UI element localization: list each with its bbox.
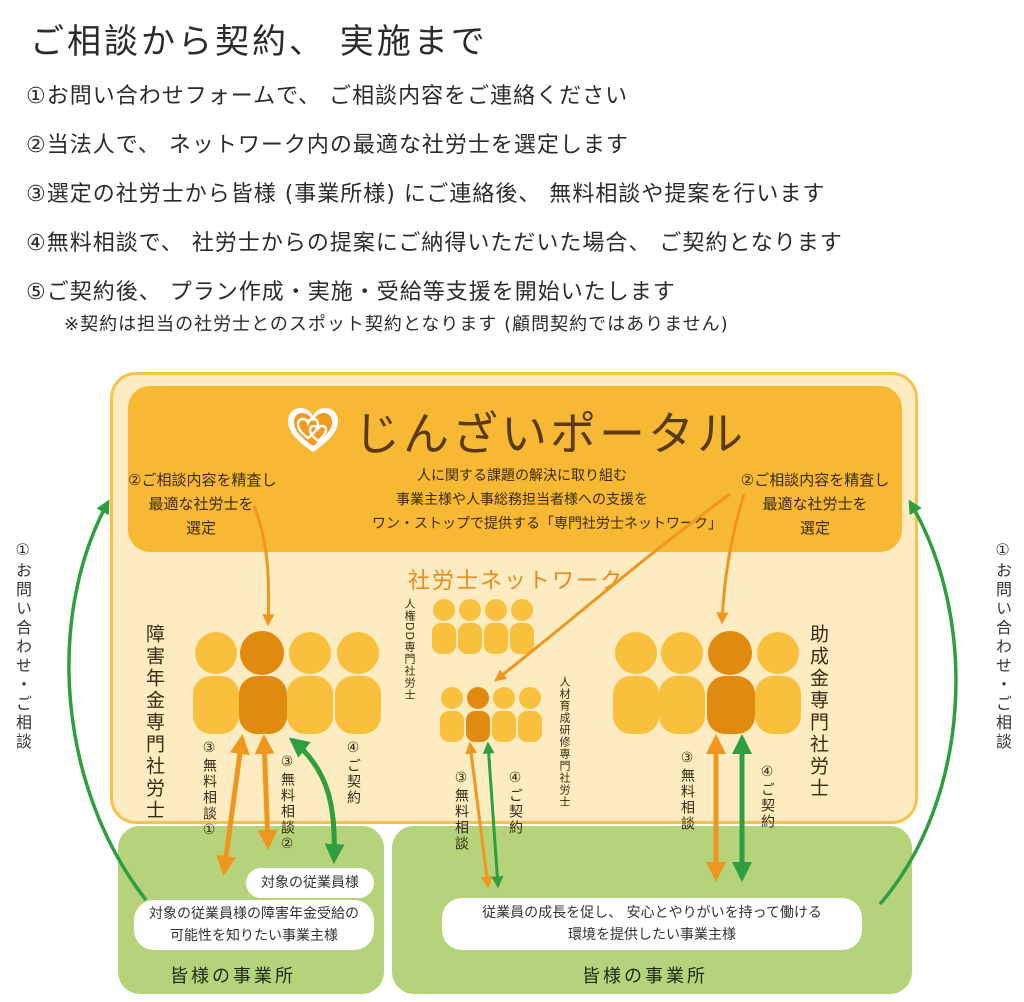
group-label-disability: 障害年金専門社労士 xyxy=(143,624,165,822)
side-label-left: ①お問い合わせ・ご相談 xyxy=(13,540,32,752)
portal-description: 人に関する課題の解決に取り組む 事業主様や人事総務担当者様への支援を ワン・スト… xyxy=(372,464,722,536)
bubble-line: 可能性を知りたい事業主様 xyxy=(170,928,338,944)
group-training-icon xyxy=(440,687,542,742)
step-2: ②当法人で、 ネットワーク内の最適な社労士を選定します xyxy=(26,133,629,158)
portal-name: じんざいポータル xyxy=(354,407,746,461)
portal-desc-line: 事業主様や人事総務担当者様への支援を xyxy=(396,492,648,508)
selection-note-line: 最適な社労士を xyxy=(148,495,254,513)
group-subsidy-icon xyxy=(613,631,801,734)
step-5: ⑤ご契約後、 プラン作成・実施・受給等支援を開始いたします xyxy=(26,280,676,305)
bubble-line: 対象の従業員様の障害年金受給の xyxy=(149,906,359,922)
selection-note-right: ②ご相談内容を精査し 最適な社労士を 選定 xyxy=(730,468,900,540)
network-title: 社労士ネットワーク xyxy=(408,569,625,594)
office-label-right: 皆様の事業所 xyxy=(582,966,708,987)
heart-icon xyxy=(288,408,338,452)
flow-label-contract-left: ④ご契約 xyxy=(345,740,361,806)
flow-label-consult-2: ③無料相談② xyxy=(279,754,295,854)
flow-label-contract-right: ④ご契約 xyxy=(759,764,775,830)
step-1: ①お問い合わせフォームで、 ご相談内容をご連絡ください xyxy=(26,84,629,109)
selection-note-line: 選定 xyxy=(799,519,830,537)
flow-label-consult-right: ③無料相談 xyxy=(679,750,695,832)
group-hr-dd-icon xyxy=(432,599,534,654)
side-label-right: ①お問い合わせ・ご相談 xyxy=(993,540,1012,752)
bubble-line: 環境を提供したい事業主様 xyxy=(568,927,736,943)
office-label-left: 皆様の事業所 xyxy=(170,966,296,987)
flow-label-consult-1: ③無料相談① xyxy=(201,740,217,840)
bubble-left-employer: 対象の従業員様の障害年金受給の 可能性を知りたい事業主様 xyxy=(134,900,374,950)
portal-desc-line: ワン・ストップで提供する「専門社労士ネットワーク」 xyxy=(372,516,722,532)
group-label-hr-dd: 人権DD専門社労士 xyxy=(403,598,416,701)
bubble-right-employer: 従業員の成長を促し、 安心とやりがいを持って働ける 環境を提供したい事業主様 xyxy=(442,898,862,950)
group-disability-icon xyxy=(193,631,381,734)
group-label-training: 人材育成研修専門社労士 xyxy=(558,676,571,808)
selection-note-left: ②ご相談内容を精査し 最適な社労士を 選定 xyxy=(128,468,277,540)
step-3: ③選定の社労士から皆様 (事業所様) にご連絡後、 無料相談や提案を行います xyxy=(26,182,826,207)
step-list: ①お問い合わせフォームで、 ご相談内容をご連絡ください ②当法人で、 ネットワー… xyxy=(26,78,1016,323)
selection-note-line: ②ご相談内容を精査し xyxy=(128,471,277,489)
portal-desc-line: 人に関する課題の解決に取り組む xyxy=(417,468,627,484)
selection-note-line: 最適な社労士を xyxy=(762,495,868,513)
selection-note-line: ②ご相談内容を精査し xyxy=(740,471,890,489)
contract-note: ※契約は担当の社労士とのスポット契約となります (顧問契約ではありません) xyxy=(64,314,729,335)
selection-note-line: 選定 xyxy=(185,519,216,537)
portal-logo: じんざいポータル xyxy=(286,398,746,464)
page-title: ご相談から契約、 実施まで xyxy=(30,22,488,62)
flow-label-consult-mid: ③無料相談 xyxy=(453,770,469,852)
bubble-employee: 対象の従業員様 xyxy=(246,868,374,898)
bubble-line: 従業員の成長を促し、 安心とやりがいを持って働ける xyxy=(482,905,822,921)
step-4: ④無料相談で、 社労士からの提案にご納得いただいた場合、 ご契約となります xyxy=(26,231,843,256)
flow-label-contract-mid: ④ご契約 xyxy=(507,770,523,836)
group-label-subsidy: 助成金専門社労士 xyxy=(807,624,829,800)
